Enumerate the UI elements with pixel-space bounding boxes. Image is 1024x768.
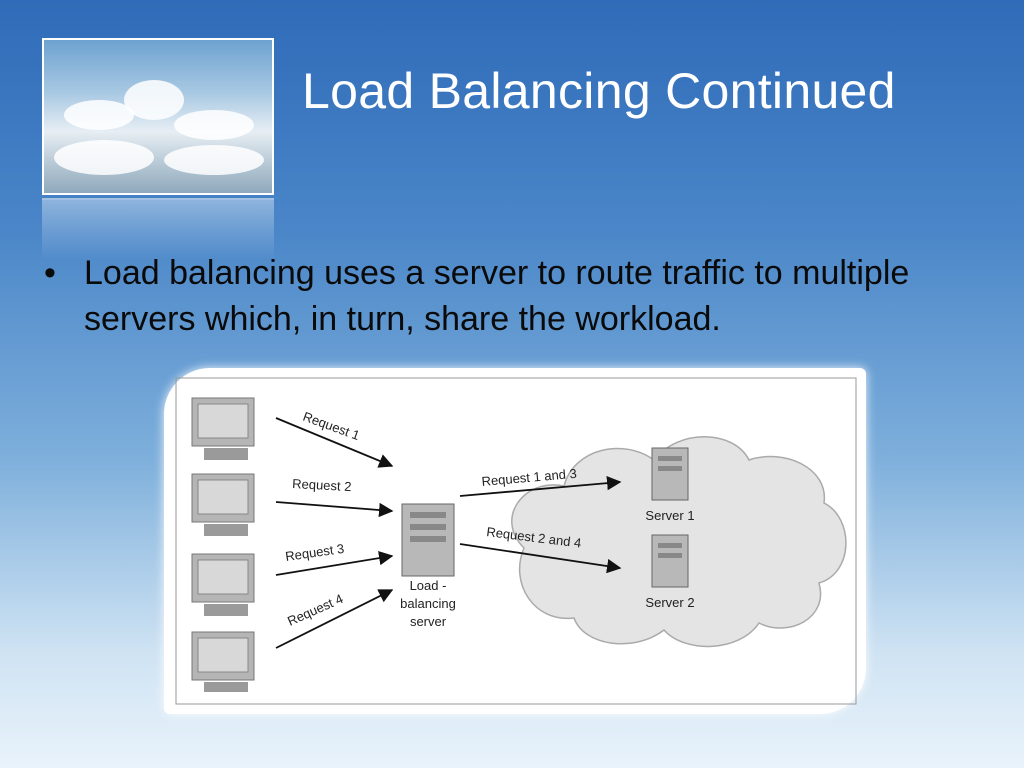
bullet-text: Load balancing uses a server to route tr… [84, 254, 910, 338]
client-computer-3 [191, 553, 255, 616]
request-4-label: Request 4 [285, 591, 345, 629]
arrow-request-3 [275, 550, 394, 576]
request-1-label: Request 1 [301, 409, 362, 443]
arrow-request-2 [275, 501, 394, 518]
load-balancer-server-icon [401, 503, 455, 577]
client-computer-2 [191, 473, 255, 536]
server-1-icon [651, 447, 689, 501]
request-3-label: Request 3 [284, 541, 345, 564]
diagram-card: Request 1 Request 2 Request 3 Request 4 … [164, 368, 866, 714]
load-balancer-label-line-2: balancing [400, 596, 456, 611]
diagram-frame [175, 377, 857, 705]
load-balancing-diagram: Request 1 Request 2 Request 3 Request 4 … [175, 377, 857, 705]
bullet-item: • Load balancing uses a server to route … [44, 250, 1004, 342]
load-balancer-label-line-1: Load - [410, 578, 447, 593]
server-2-label: Server 2 [645, 595, 694, 610]
server-2-icon [651, 534, 689, 588]
server-1-label: Server 1 [645, 508, 694, 523]
arrow-request-1-and-3 [459, 475, 622, 497]
slide-title: Load Balancing Continued [302, 63, 896, 119]
arrow-request-1 [275, 417, 394, 468]
sky-photo [42, 38, 274, 195]
client-computer-4 [191, 631, 255, 692]
client-computer-1 [191, 397, 255, 460]
bullet-marker: • [44, 254, 56, 292]
arrow-request-4 [275, 589, 394, 649]
arrow-request-2-and-4 [459, 543, 622, 574]
load-balancer-label-line-3: server [410, 614, 447, 629]
sky-photo-reflection [42, 198, 274, 260]
request-2-label: Request 2 [292, 476, 352, 494]
